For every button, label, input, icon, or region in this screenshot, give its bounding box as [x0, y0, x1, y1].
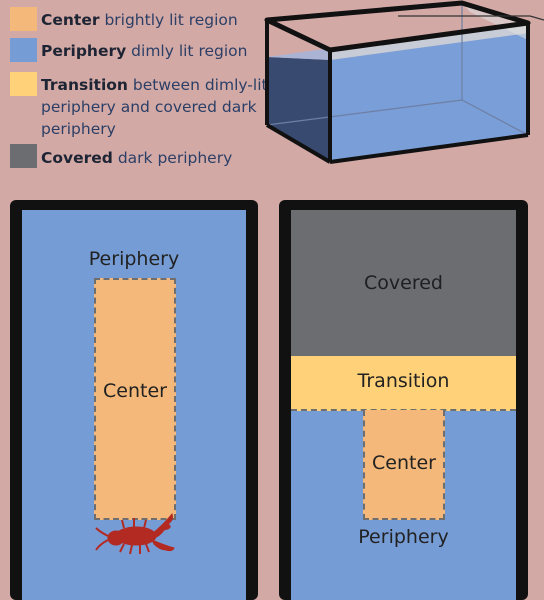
legend-desc-transition: between dimly-lit periphery and covered …	[41, 76, 268, 138]
left-center-zone: Center	[94, 278, 176, 520]
tank-water-front	[330, 33, 528, 162]
tank-illustration	[264, 0, 544, 164]
right-center-zone: Center	[363, 410, 445, 520]
legend-term-covered: Covered	[41, 149, 113, 167]
right-covered-zone: Covered	[291, 210, 516, 356]
right-transition-zone: Transition	[291, 356, 516, 411]
legend-desc-periphery: dimly lit region	[131, 42, 248, 60]
legend-term-center: Center	[41, 11, 100, 29]
legend-swatch-transition	[10, 72, 37, 96]
left-periphery-zone: Periphery Center	[22, 210, 246, 600]
left-arena: Periphery Center	[10, 200, 258, 600]
legend-term-periphery: Periphery	[41, 42, 127, 60]
left-periphery-label: Periphery	[88, 248, 180, 270]
legend-desc-covered: dark periphery	[117, 149, 233, 167]
legend-desc-center: brightly lit region	[104, 11, 238, 29]
crayfish-icon	[95, 512, 175, 555]
left-center-label: Center	[103, 380, 167, 402]
tank-glass-top-right	[462, 3, 528, 40]
tank-water-left	[267, 57, 330, 162]
legend-swatch-covered	[10, 144, 37, 168]
legend-swatch-periphery	[10, 38, 37, 62]
right-arena: Covered Transition Center Periphery	[279, 200, 528, 600]
right-transition-label: Transition	[357, 370, 450, 392]
legend-term-transition: Transition	[41, 76, 128, 94]
right-covered-label: Covered	[364, 272, 443, 294]
legend-swatch-center	[10, 7, 37, 31]
right-periphery-label: Periphery	[358, 526, 449, 548]
right-center-label: Center	[372, 452, 436, 474]
